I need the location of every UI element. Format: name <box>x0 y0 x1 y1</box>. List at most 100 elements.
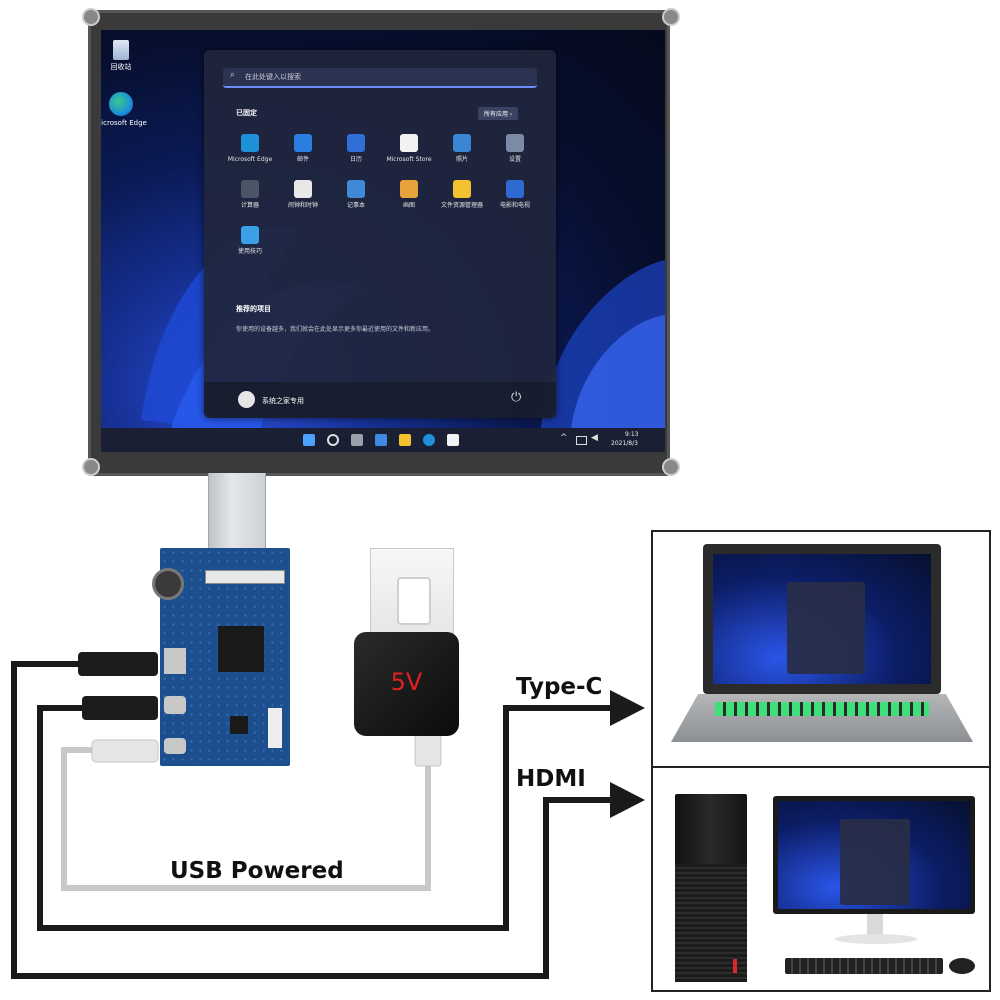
all-apps-button[interactable]: 所有应用 › <box>478 107 519 120</box>
pinned-app-folder[interactable]: 文件资源管理器 <box>433 180 491 210</box>
desktop-icon-edge[interactable]: Microsoft Edge <box>101 92 151 127</box>
edge-icon[interactable] <box>423 434 435 446</box>
tower-logo <box>733 959 737 973</box>
type-c-port <box>164 696 186 714</box>
start-user-bar: 系统之家专用 ⏻ <box>204 382 556 418</box>
search-icon: ⌕ <box>230 70 236 80</box>
laptop-start-menu <box>787 582 865 674</box>
pinned-title: 已固定 <box>236 109 257 117</box>
calculator-icon <box>241 180 259 198</box>
fpc-connector <box>205 570 285 584</box>
mount-ear <box>662 458 680 476</box>
pinned-app-label: 日历 <box>349 156 362 163</box>
clock-icon <box>294 180 312 198</box>
outlet-face <box>397 577 431 625</box>
desktop-icon-recycle-bin[interactable]: 回收站 <box>101 40 151 71</box>
pinned-app-clock[interactable]: 闹钟和时钟 <box>274 180 332 210</box>
power-adapter: 5V <box>354 632 459 736</box>
tray-chevron-icon[interactable]: ^ <box>560 433 568 443</box>
adapter-voltage-label: 5V <box>390 668 423 696</box>
user-avatar-icon[interactable] <box>238 391 255 408</box>
volume-icon[interactable]: ◀ <box>591 433 598 443</box>
store-icon <box>400 134 418 152</box>
pc-tower <box>675 794 747 982</box>
laptop-box <box>651 530 991 770</box>
controller-chip <box>218 626 264 672</box>
pinned-app-settings[interactable]: 设置 <box>486 134 544 164</box>
pinned-app-label: 电影和电视 <box>499 202 530 209</box>
mail-icon <box>294 134 312 152</box>
keyboard <box>785 958 943 974</box>
pinned-app-paint[interactable]: 画图 <box>380 180 438 210</box>
monitor-start-menu <box>840 819 910 905</box>
windows-start-icon[interactable] <box>303 434 315 446</box>
widgets-icon[interactable] <box>375 434 387 446</box>
pinned-app-photos[interactable]: 照片 <box>433 134 491 164</box>
pinned-app-mail[interactable]: 邮件 <box>274 134 332 164</box>
desktop-monitor <box>773 796 975 914</box>
usb-plug <box>91 739 159 763</box>
type-c-label: Type-C <box>516 674 603 700</box>
pinned-app-calculator[interactable]: 计算器 <box>221 180 279 210</box>
pinned-app-label: 记事本 <box>346 202 365 209</box>
usb-powered-label: USB Powered <box>170 858 344 884</box>
pinned-app-label: 设置 <box>508 156 521 163</box>
search-icon[interactable] <box>327 434 339 446</box>
store-icon[interactable] <box>447 434 459 446</box>
pinned-app-movies[interactable]: 电影和电视 <box>486 180 544 210</box>
laptop-screen <box>713 554 931 684</box>
laptop-base <box>671 694 973 742</box>
desktop-icon-label: 回收站 <box>110 63 132 71</box>
monitor-stand-neck <box>867 914 883 936</box>
calendar-icon <box>347 134 365 152</box>
pinned-app-label: Microsoft Store <box>386 156 432 163</box>
driver-board <box>152 548 290 766</box>
taskbar-date: 2021/8/3 <box>611 440 638 447</box>
fpc-ribbon-cable <box>208 473 266 558</box>
recommended-text: 你使用的设备越多，我们就会在此处显示更多你最近使用的文件和新应用。 <box>236 326 435 333</box>
task-view-icon[interactable] <box>351 434 363 446</box>
mount-ear <box>82 8 100 26</box>
pinned-app-label: 文件资源管理器 <box>440 202 483 209</box>
recommended-title: 推荐的项目 <box>236 305 271 313</box>
pinned-app-label: 邮件 <box>296 156 309 163</box>
screen-display: 回收站 Microsoft Edge ⌕ 在此处键入以搜索 已固定 所有应用 ›… <box>101 30 665 452</box>
pinned-app-label: 照片 <box>455 156 468 163</box>
network-icon[interactable] <box>576 436 587 445</box>
monitor-stand-base <box>835 934 917 944</box>
type-c-arrow <box>610 690 645 726</box>
pinned-app-label: 闹钟和时钟 <box>287 202 318 209</box>
mount-ear <box>82 458 100 476</box>
pinned-app-label: Microsoft Edge <box>227 156 273 163</box>
type-c-plug <box>82 696 158 720</box>
tips-icon <box>241 226 259 244</box>
taskbar: ^ ◀ 9:13 2021/8/3 <box>101 428 665 452</box>
power-icon[interactable]: ⏻ <box>511 390 522 405</box>
button-knob <box>152 568 184 600</box>
inductor <box>230 716 248 734</box>
usb-port <box>164 738 186 754</box>
hdmi-port <box>164 648 186 674</box>
pinned-app-store[interactable]: Microsoft Store <box>380 134 438 164</box>
laptop-keyboard <box>715 702 929 716</box>
pinned-app-edge[interactable]: Microsoft Edge <box>221 134 279 164</box>
laptop-lid <box>703 544 941 694</box>
notepad-icon <box>347 180 365 198</box>
pinned-app-calendar[interactable]: 日历 <box>327 134 385 164</box>
type-c-cable <box>37 705 612 931</box>
desktop-icon-label: Microsoft Edge <box>101 119 147 127</box>
pinned-app-tips[interactable]: 使用技巧 <box>221 226 279 256</box>
taskbar-time: 9:13 <box>625 431 639 438</box>
folder-icon[interactable] <box>399 434 411 446</box>
search-placeholder: 在此处键入以搜索 <box>245 73 301 81</box>
user-name: 系统之家专用 <box>262 397 304 405</box>
monitor-screen <box>778 801 970 909</box>
movies-icon <box>506 180 524 198</box>
adapter-usb-plug <box>414 731 442 767</box>
hdmi-label: HDMI <box>516 766 586 792</box>
header-connector <box>268 708 282 748</box>
pinned-app-label: 计算器 <box>240 202 259 209</box>
pinned-app-notepad[interactable]: 记事本 <box>327 180 385 210</box>
start-search-input[interactable]: ⌕ 在此处键入以搜索 <box>223 68 537 88</box>
start-menu: ⌕ 在此处键入以搜索 已固定 所有应用 › Microsoft Edge 邮件 日历… <box>204 50 556 418</box>
